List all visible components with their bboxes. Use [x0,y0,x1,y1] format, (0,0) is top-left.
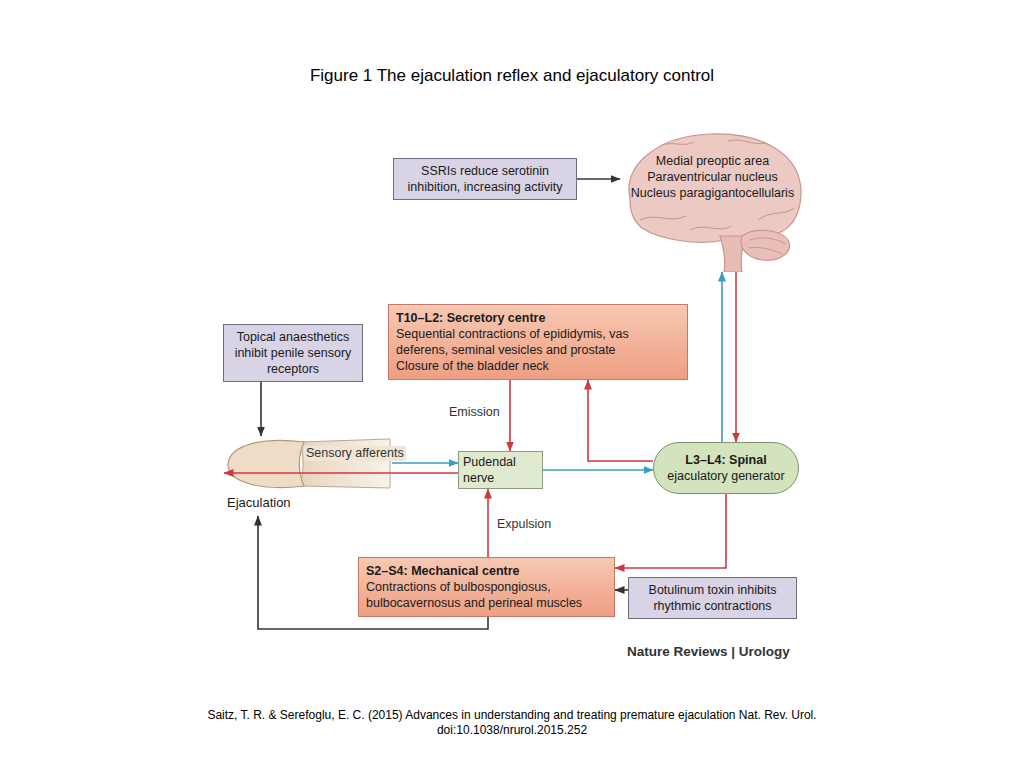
box-text: ejaculatory generator [658,468,794,484]
box-text: Closure of the bladder neck [396,358,680,374]
box-text: Botulinum toxin inhibits rhythmic contra… [634,582,791,614]
figure-title: Figure 1 The ejaculation reflex and ejac… [0,66,1024,86]
brain-region: Medial preoptic areaParaventricular nucl… [620,128,805,272]
figure-caption: Saitz, T. R. & Serefoglu, E. C. (2015) A… [207,708,817,738]
reflex-connector [487,489,489,557]
edge-label: Expulsion [495,517,553,532]
edge-label: Emission [447,405,502,420]
reflex-connector [588,380,653,461]
box-text: Medial preoptic area [620,153,805,169]
reflex-connector [615,589,628,591]
cerebellum [741,230,789,260]
box-heading: L3–L4: Spinal [658,452,794,468]
box-text: Sequential contractions of epididymis, v… [396,326,680,358]
reflex-connector [224,472,458,474]
box-text: Paraventricular nucleus [620,169,805,185]
drug-box: SSRIs reduce serotinin inhibition, incre… [393,158,577,200]
glans [228,440,304,487]
box-text: Topical anaesthetics inhibit penile sens… [229,329,357,377]
reflex-connector [543,469,653,471]
reflex-connector [260,382,262,436]
generator-box: L3–L4: Spinalejaculatory generator [653,442,799,494]
centre-box: T10–L2: Secretory centreSequential contr… [388,304,688,380]
drug-box: Botulinum toxin inhibits rhythmic contra… [628,577,797,619]
centre-box: S2–S4: Mechanical centreContractions of … [358,557,615,617]
reflex-connector [735,272,737,442]
reflex-connector [509,380,511,451]
journal-label: Nature Reviews | Urology [627,644,790,659]
nerve-box: Pudendal nerve [458,451,543,489]
box-text: Nucleus paragigantocellularis [620,185,805,201]
reflex-connector [392,462,458,464]
box-heading: S2–S4: Mechanical centre [366,563,607,579]
reflex-connector [577,178,620,180]
box-text: Contractions of bulbospongiosus, bulboca… [366,579,607,611]
box-text: SSRIs reduce serotinin inhibition, incre… [399,163,571,195]
box-heading: T10–L2: Secretory centre [396,310,680,326]
reflex-connector [615,494,726,568]
drug-box: Topical anaesthetics inhibit penile sens… [223,324,363,382]
reflex-connector [721,272,723,442]
edge-label: Sensory afferents [304,446,406,461]
box-text: Pudendal nerve [463,454,538,486]
box-text: Ejaculation [227,495,392,512]
